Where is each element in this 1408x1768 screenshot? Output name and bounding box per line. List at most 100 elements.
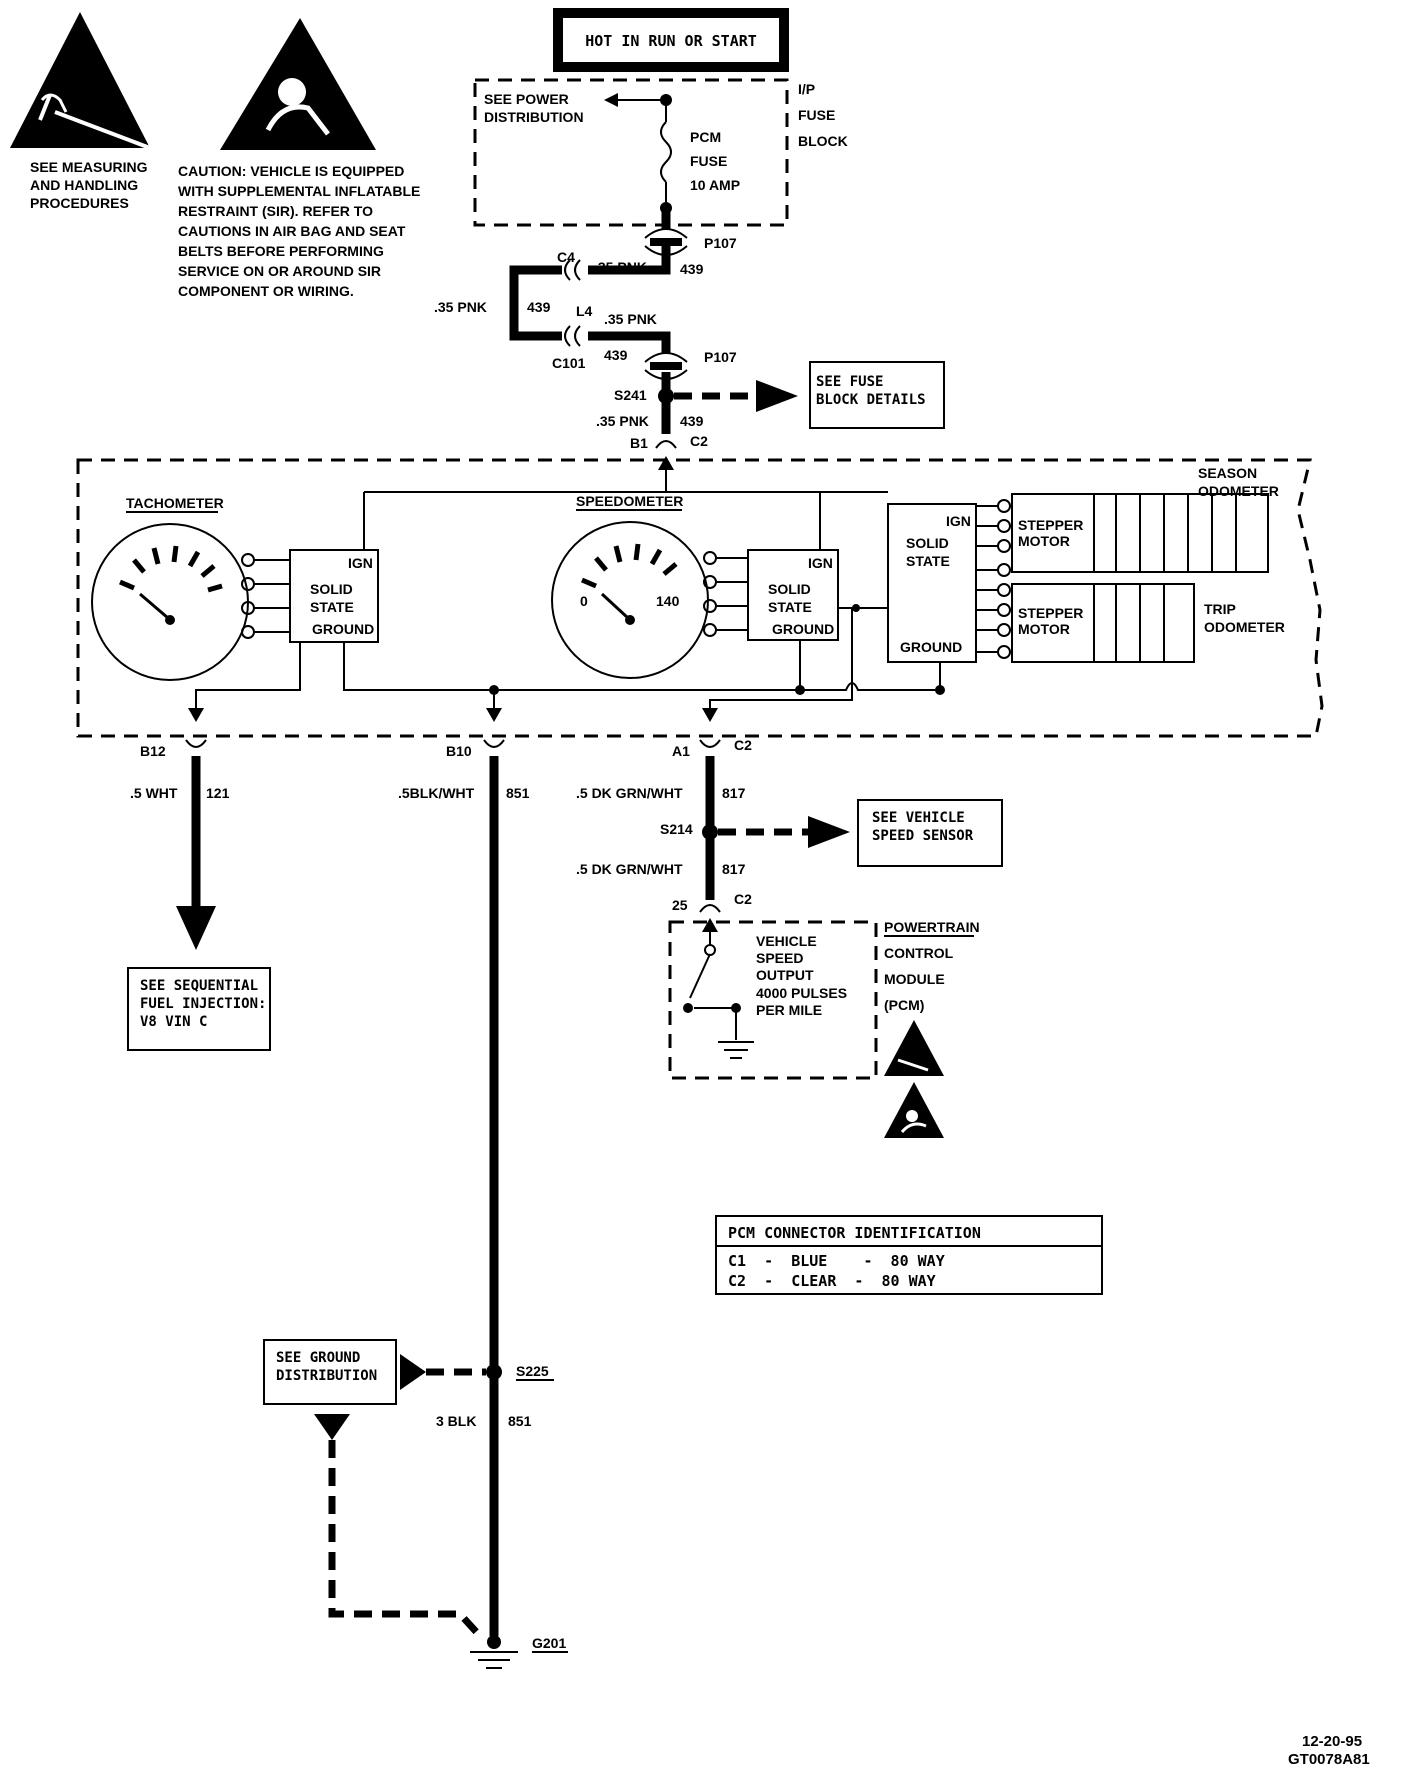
circuit-c-label: 439 [604,347,628,363]
see-sequential-fuel-injection: SEE SEQUENTIAL FUEL INJECTION: V8 VIN C [140,978,275,1030]
speedometer-gauge [551,521,709,679]
arrow-right-icon [808,816,850,848]
tach-ground-label: GROUND [312,621,374,637]
esd-text: SEE MEASURING AND HANDLING PROCEDURES [30,159,151,211]
odo-solid-state-label: SOLID STATE [906,535,953,569]
wire-817a-label: .5 DK GRN/WHT [576,785,683,801]
circuit-b-label: 439 [527,299,551,315]
cluster-entry-arrow [658,456,674,470]
tach-solid-state-label: SOLID STATE [310,581,357,615]
trip-odometer-label: TRIP ODOMETER [1204,601,1285,635]
pin25-c2-label: C2 [734,891,752,907]
pin25-connector [699,904,721,913]
c4-label: C4 [557,249,575,265]
s225-label: S225 [516,1363,549,1379]
b1-connector [655,440,677,449]
odo-ground-label: GROUND [900,639,962,655]
circuit-d-label: 439 [680,413,704,429]
see-vehicle-speed-sensor: SEE VEHICLE SPEED SENSOR [872,810,974,844]
fuse-block-outline [473,78,789,227]
wire-c-label: .35 PNK [604,311,657,327]
hot-in-run-box: HOT IN RUN OR START [553,8,789,72]
s214-splice [702,824,718,840]
see-ground-distribution: SEE GROUND DISTRIBUTION [276,1350,377,1384]
a1-connector [699,708,721,748]
circuit-a-label: 439 [680,261,704,277]
pcm-sir-icon [884,1082,944,1138]
svg-text:HOT IN RUN OR START: HOT IN RUN OR START [585,32,757,50]
circ-121-label: 121 [206,785,230,801]
pcm-fuse-label: PCM FUSE 10 AMP [690,129,740,193]
odometer-solid-state-module [887,503,977,663]
circ-817a-label: 817 [722,785,746,801]
b1-label: B1 [630,435,648,451]
speedo-max-label: 140 [656,593,680,609]
arrow-left-icon [604,93,618,107]
trip-odometer-wheels [1093,583,1195,663]
s241-label: S241 [614,387,647,403]
trip-stepper-label: STEPPER MOTOR [1018,605,1087,637]
tach-ign-label: IGN [348,555,373,571]
g201-label: G201 [532,1635,566,1651]
s214-label: S214 [660,821,693,837]
cluster-outline [76,458,1324,738]
ground-wire-label: 3 BLK [436,1413,476,1429]
speedometer-label: SPEEDOMETER [576,493,683,509]
diagram-code: GT0078A81 [1288,1751,1370,1768]
diagram-date: 12-20-95 [1302,1733,1362,1750]
season-stepper-label: STEPPER MOTOR [1018,517,1087,549]
tachometer-label: TACHOMETER [126,495,224,511]
c4-connector [574,259,581,281]
s241-splice [658,388,674,404]
speedo-solid-state-module [747,549,839,641]
tach-pins [241,553,290,639]
pcm-connector-c1: C1 - BLUE - 80 WAY [728,1252,945,1270]
speedo-ign-label: IGN [808,555,833,571]
wire-121-label: .5 WHT [130,785,178,801]
speedo-solid-state-label: SOLID STATE [768,581,815,615]
pcm-ground-icon [718,1041,754,1059]
odo-ign-label: IGN [946,513,971,529]
fuse-icon [660,121,672,183]
see-power-distribution: SEE POWER DISTRIBUTION [484,91,584,125]
c101-label: C101 [552,355,586,371]
speedo-ground-label: GROUND [772,621,834,637]
pcm-name-label: POWERTRAIN CONTROL MODULE (PCM) [884,919,984,1013]
b10-label: B10 [446,743,472,759]
circ-851-label: 851 [506,785,530,801]
sir-caution-text: CAUTION: VEHICLE IS EQUIPPED WITH SUPPLE… [178,163,424,299]
wire-b-label: .35 PNK [434,299,487,315]
tach-solid-state-module [289,549,379,643]
pcm-connector-id-box [715,1215,1103,1295]
sir-warning-icon [220,18,376,150]
c101-connector [574,325,581,347]
g201-ground-icon [470,1651,518,1669]
arrow-down-icon [314,1414,350,1440]
pcm-outline [668,920,878,1080]
p107-top-label: P107 [704,235,737,251]
ground-circuit-label: 851 [508,1413,532,1429]
tachometer-gauge [91,523,249,681]
vehicle-speed-output-label: VEHICLE SPEED OUTPUT 4000 PULSES PER MIL… [756,933,851,1018]
season-odometer-wheels [1093,493,1269,573]
fuse-block-label: I/P FUSE BLOCK [798,81,848,149]
a1-c2-label: C2 [734,737,752,753]
s225-splice [486,1364,502,1380]
vso-switch [689,953,711,999]
speedo-min-label: 0 [580,593,588,609]
arrow-down-icon [176,906,216,950]
wire-817b-label: .5 DK GRN/WHT [576,861,683,877]
b12-label: B12 [140,743,166,759]
wire-851-label: .5BLK/WHT [398,785,475,801]
c2-top-label: C2 [690,433,708,449]
wire-a-label: .35 PNK [594,259,647,275]
pcm-connector-c2: C2 - CLEAR - 80 WAY [728,1272,936,1290]
arrow-left-icon [400,1354,426,1390]
p107-bottom-label: P107 [704,349,737,365]
wire-d-label: .35 PNK [596,413,649,429]
b12-connector [185,708,207,748]
arrow-right-icon [756,380,798,412]
a1-label: A1 [672,743,690,759]
circ-817b-label: 817 [722,861,746,877]
